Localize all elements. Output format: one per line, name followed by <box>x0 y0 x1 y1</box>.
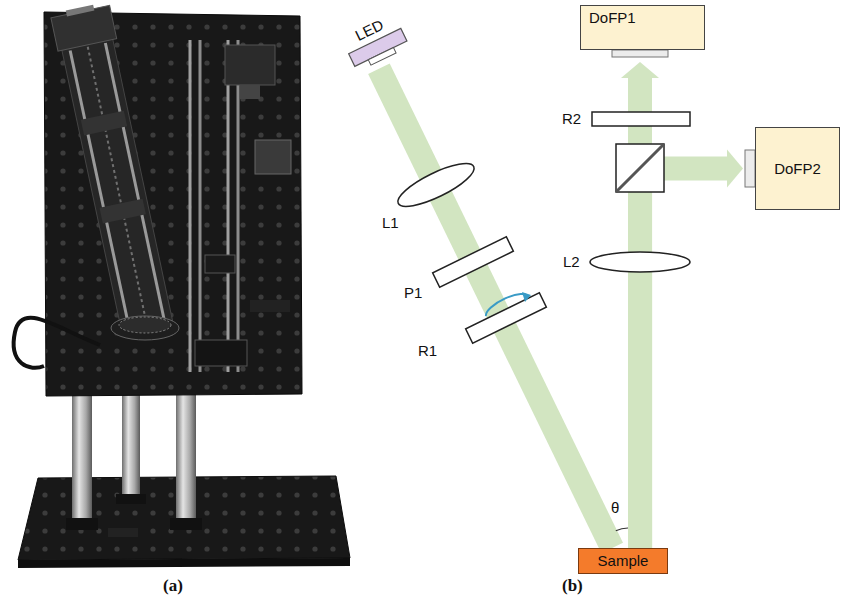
led-window <box>368 48 396 66</box>
camera-box: DoFP2 <box>755 127 840 210</box>
part-label: L2 <box>563 253 580 270</box>
lens-l1 <box>393 156 479 214</box>
light-beam <box>640 150 743 549</box>
angle-label: θ <box>611 499 619 516</box>
angle-arc <box>616 528 628 531</box>
support-posts <box>66 385 202 537</box>
node-label: DoFP1 <box>589 9 636 26</box>
power-cable <box>14 318 100 368</box>
panel-caption: (b) <box>562 576 583 596</box>
beam-path <box>379 69 612 548</box>
rotation-stage <box>111 316 179 340</box>
retarder-r2 <box>592 112 690 126</box>
node-label: Sample <box>598 552 649 569</box>
part-label: R2 <box>562 110 581 127</box>
sample-box: Sample <box>578 548 668 574</box>
beam-arrowhead <box>727 150 743 188</box>
camera-box: DoFP1 <box>580 5 705 50</box>
beam-splitter <box>616 144 664 192</box>
beam-path <box>640 169 727 549</box>
polarizer-p1 <box>433 237 514 287</box>
node-label: DoFP2 <box>774 160 821 177</box>
led-source: LED <box>336 8 414 76</box>
detection-rails <box>190 40 291 372</box>
tilted-arm <box>50 1 177 336</box>
led-body <box>349 29 407 67</box>
panel-caption: (a) <box>163 576 183 596</box>
beam-arrowhead <box>621 62 659 78</box>
part-label: P1 <box>404 284 422 301</box>
rotation-arrow <box>486 292 531 316</box>
part-label: R1 <box>418 342 437 359</box>
sensor-windows <box>612 50 755 187</box>
retarder-r1 <box>466 293 547 343</box>
light-beam <box>379 69 612 548</box>
lens-l2 <box>590 252 690 272</box>
part-label: L1 <box>382 214 399 231</box>
